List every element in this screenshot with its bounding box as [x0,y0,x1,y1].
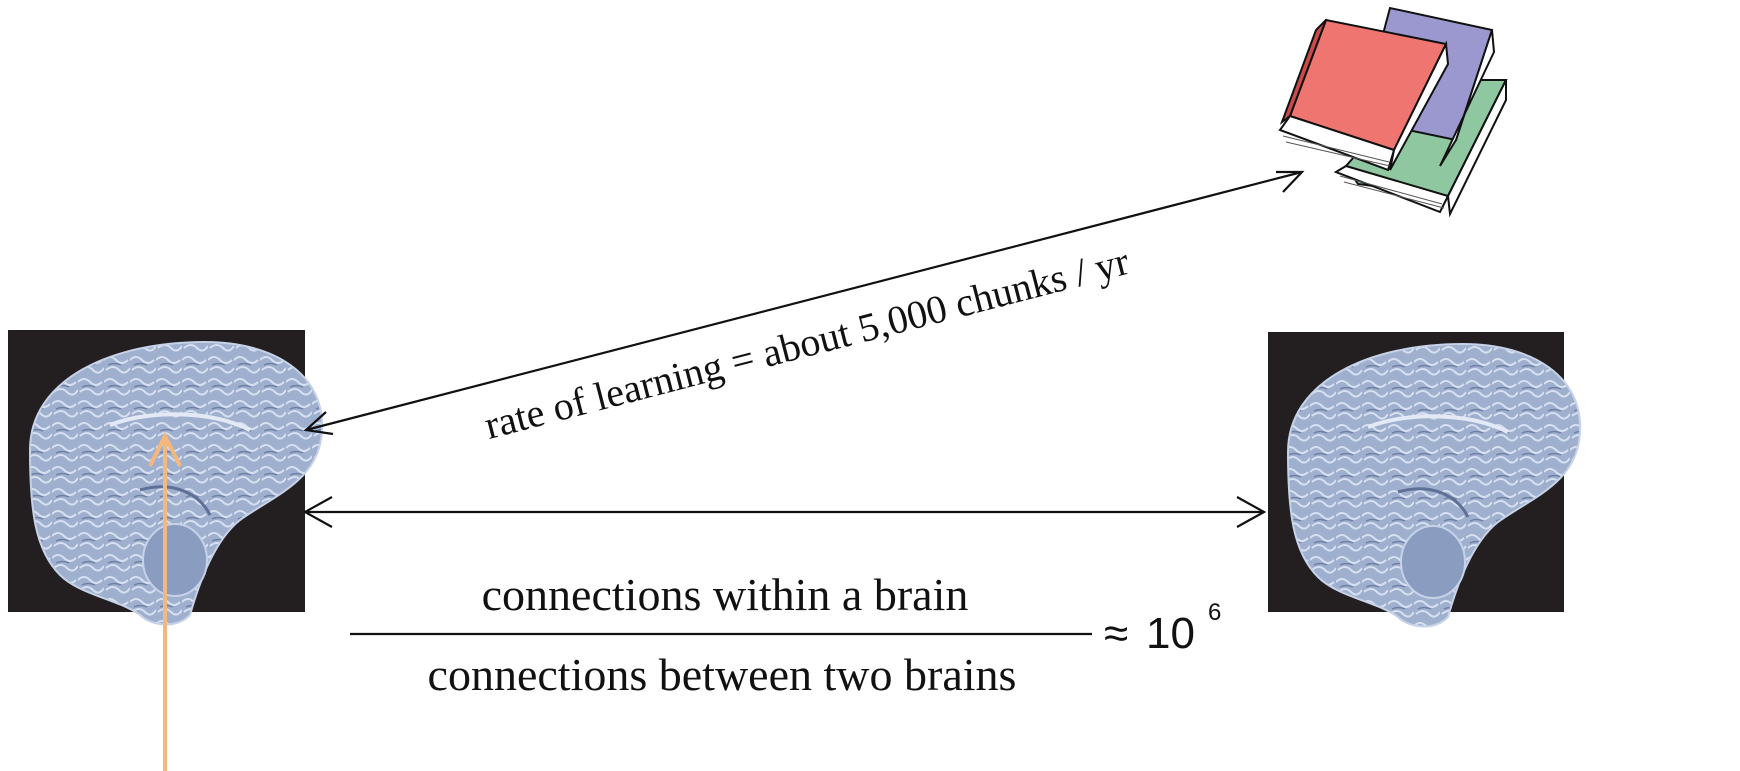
up-arrow-icon [148,431,182,771]
fraction-numerator: connections within a brain [482,569,969,620]
learning-rate-label: rate of learning = about 5,000 chunks / … [480,238,1134,448]
connections-ratio: connections within a brain connections b… [350,569,1221,700]
approx-symbol: ≈ [1104,609,1128,658]
red-book [1278,18,1450,172]
learning-rate-arrow [303,170,1305,436]
ratio-exponent: 6 [1208,599,1221,626]
brain-connection-arrow [302,496,1267,528]
right-brain-image [1268,332,1583,629]
book-stack-icon [1278,6,1508,218]
left-brain-image [8,330,325,627]
ratio-base: 10 [1146,609,1195,658]
fraction-denominator: connections between two brains [428,649,1017,700]
